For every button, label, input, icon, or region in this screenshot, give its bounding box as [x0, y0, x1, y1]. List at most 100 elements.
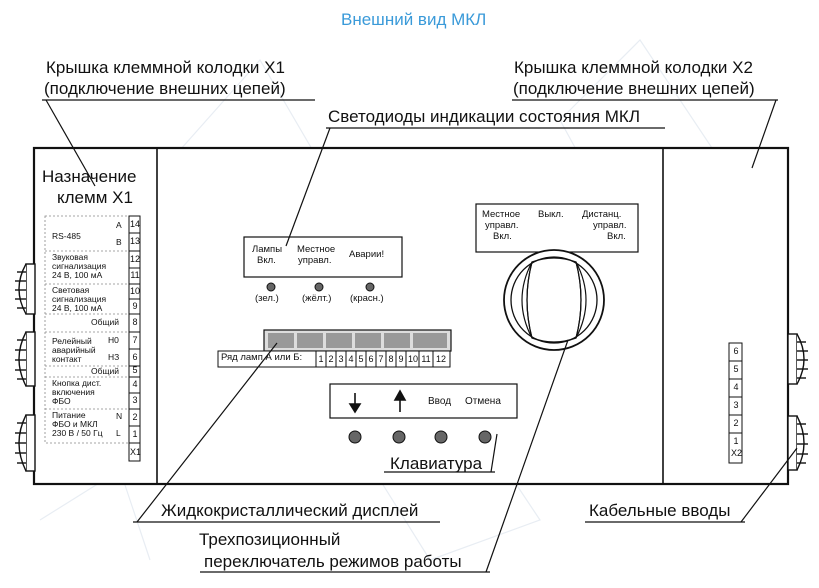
yellow-led-icon	[314, 282, 324, 292]
x1-terminal-number: 11	[130, 270, 140, 280]
lcd-cell: 3	[338, 354, 344, 364]
right-cable-glands	[787, 333, 808, 471]
x1-heading-sub: клемм Х1	[57, 188, 133, 207]
x2-terminal-number: 3	[733, 400, 739, 410]
switch-pos-remote: Дистанц.	[582, 209, 622, 220]
led-label-lamps-sub: Вкл.	[257, 255, 276, 266]
enter-label: Ввод	[428, 396, 452, 407]
x1-group-label: Питание	[52, 410, 86, 420]
led-color-green: (зел.)	[255, 293, 279, 304]
x1-cover-callout-sub: (подключение внешних цепей)	[44, 79, 286, 98]
cable-inputs-callout: Кабельные вводы	[589, 501, 731, 520]
lcd-cell: 2	[328, 354, 334, 364]
green-led-icon	[266, 282, 276, 292]
lcd-cell: 9	[398, 354, 404, 364]
keypad-callout: Клавиатура	[390, 454, 483, 473]
enter-key[interactable]	[434, 430, 448, 444]
red-led-icon	[365, 282, 375, 292]
keypad-label-box	[329, 383, 518, 419]
x1-terminal-number: 5	[132, 365, 138, 375]
keypad-buttons	[348, 430, 492, 444]
lcd-cell: 1	[318, 354, 324, 364]
led-label-box	[243, 236, 403, 278]
x1-sub-label: A	[116, 220, 122, 230]
lcd-callout: Жидкокристаллический дисплей	[161, 501, 419, 520]
lcd-caption: Ряд ламп А или Б:	[221, 352, 303, 363]
keypad-arrows	[348, 389, 407, 414]
x1-group-label: сигнализация	[52, 261, 107, 271]
x1-group-label: включения	[52, 387, 95, 397]
x1-group-label: 24 В, 100 мА	[52, 303, 103, 313]
lcd-cell: 4	[348, 354, 354, 364]
lcd-segments	[268, 333, 447, 348]
led-label-alarm: Аварии!	[349, 249, 385, 260]
x2-terminal-block	[728, 342, 743, 464]
cable-gland	[787, 415, 808, 471]
x2-terminal-number: 2	[733, 418, 739, 428]
led-label-lamps: Лампы	[252, 244, 283, 255]
x1-group-label: Кнопка дист.	[52, 378, 102, 388]
x1-terminal-number: 1	[132, 429, 138, 439]
switch-callout-sub: переключатель режимов работы	[204, 552, 462, 571]
lcd-cell: 5	[358, 354, 364, 364]
x1-group-label: ФБО	[52, 396, 71, 406]
x1-group-label: ФБО и МКЛ	[52, 419, 98, 429]
switch-pos-remote-on: Вкл.	[607, 231, 626, 242]
up-key[interactable]	[392, 430, 406, 444]
x1-terminal-number: 2	[132, 412, 138, 422]
cancel-key[interactable]	[478, 430, 492, 444]
x2-cover-callout: Крышка клеммной колодки Х2	[514, 58, 753, 77]
switch-pos-local-on: Вкл.	[493, 231, 512, 242]
x1-sub-label: B	[116, 237, 122, 247]
x1-terminal-number: 6	[132, 352, 138, 362]
cancel-label: Отмена	[465, 396, 501, 407]
x1-group-label: Общий	[91, 317, 119, 327]
switch-pos-local: Местное	[482, 209, 521, 220]
x1-group-label: Световая	[52, 285, 90, 295]
x1-sub-label: L	[116, 428, 121, 438]
x1-group-label: аварийный	[52, 345, 96, 355]
x1-terminal-number: 3	[132, 395, 138, 405]
cable-gland	[787, 333, 808, 385]
x2-cover-callout-sub: (подключение внешних цепей)	[513, 79, 755, 98]
mode-switch-knob[interactable]	[503, 249, 605, 351]
x1-group-label: Релейный	[52, 336, 92, 346]
x1-terminal-number: 9	[132, 301, 138, 311]
page-title: Внешний вид МКЛ	[341, 10, 487, 29]
down-key[interactable]	[348, 430, 362, 444]
x1-group-label: RS-485	[52, 231, 81, 241]
led-color-yellow: (жёлт.)	[302, 293, 332, 304]
left-cable-glands	[15, 263, 36, 472]
x1-terminal-number: 7	[132, 335, 138, 345]
switch-label-box	[475, 203, 639, 253]
lcd-cell: 10	[407, 354, 418, 364]
lcd-caption-grid	[217, 350, 451, 368]
x1-block-label: Х1	[130, 447, 142, 457]
cable-gland	[15, 331, 36, 387]
x1-cover-callout: Крышка клеммной колодки Х1	[46, 58, 285, 77]
x1-group-label: Звуковая	[52, 252, 89, 262]
led-label-local: Местное	[297, 244, 336, 255]
x1-sub-label: НЗ	[108, 352, 120, 362]
x1-terminal-number: 10	[130, 286, 141, 296]
switch-pos-local-sub: управл.	[485, 220, 519, 231]
x1-terminal-number: 4	[132, 379, 138, 389]
led-color-red: (красн.)	[350, 293, 384, 304]
x1-sub-label: N	[116, 411, 123, 421]
x1-group-label: 24 В, 100 мА	[52, 270, 103, 280]
arrow-down-icon	[348, 403, 362, 414]
led-label-local-sub: управл.	[298, 255, 332, 266]
leds-callout: Светодиоды индикации состояния МКЛ	[328, 107, 640, 126]
x2-terminal-number: 6	[733, 346, 739, 356]
lcd-cell: 11	[421, 354, 431, 364]
x2-terminal-number: 5	[733, 364, 739, 374]
leader-lines	[42, 99, 798, 573]
x1-group-label: 230 В / 50 Гц	[52, 428, 103, 438]
x1-terminal-number: 12	[130, 254, 141, 264]
switch-pos-remote-sub: управл.	[593, 220, 627, 231]
x1-label-grid	[44, 215, 130, 444]
x1-group-label: Общий	[91, 366, 119, 376]
x1-terminal-number: 8	[132, 317, 138, 327]
